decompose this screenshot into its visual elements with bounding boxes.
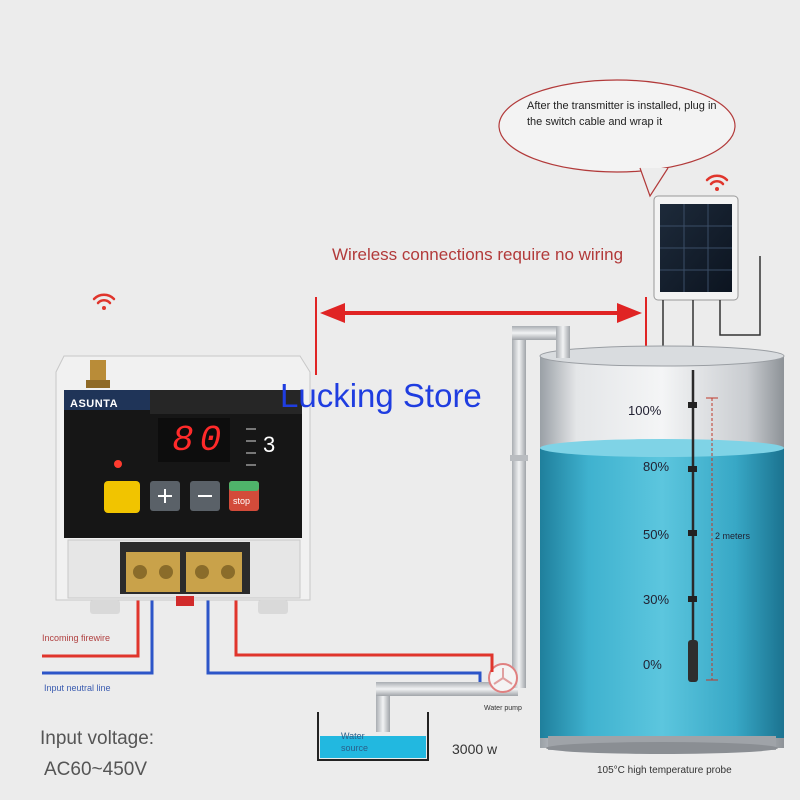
water-source-basin	[317, 712, 429, 761]
pump-icon	[488, 663, 518, 693]
antenna-icon	[86, 360, 110, 388]
tank-level-80: 80%	[643, 459, 670, 474]
wireless-arrow	[315, 297, 647, 375]
solar-panel-icon	[653, 195, 739, 301]
controller-box	[55, 355, 311, 614]
water-tank	[539, 345, 785, 754]
display-screen	[158, 418, 230, 462]
input-voltage-title: Input voltage:	[40, 728, 155, 749]
display-level: 3	[263, 432, 276, 457]
incoming-fire-label: Incoming firewire	[42, 633, 111, 643]
wireless-connection-label: Wireless connections require no wiring	[332, 245, 624, 264]
tank-level-100: 100%	[628, 403, 662, 418]
indicator-leds	[246, 428, 256, 466]
stop-button[interactable]	[229, 481, 259, 511]
water-pump-label: Water pump	[484, 705, 522, 712]
power-led	[114, 460, 122, 468]
wiring	[42, 598, 494, 682]
wifi-icon	[705, 174, 729, 191]
set-button[interactable]	[104, 481, 140, 513]
display-value: 80	[172, 420, 228, 461]
tank-level-30: 30%	[643, 592, 670, 607]
wifi-icon	[92, 293, 116, 310]
water-source-label: Water source	[341, 731, 369, 753]
water-pipe	[376, 326, 570, 732]
stop-button-label: stop	[233, 496, 251, 506]
tank-level-50: 50%	[643, 527, 670, 542]
tank-level-0: 0%	[643, 657, 662, 672]
input-neutral-label: Input neutral line	[44, 683, 111, 693]
probe-label: 105°C high temperature probe	[597, 765, 732, 776]
bubble-text: After the transmitter is installed, plug…	[527, 100, 717, 128]
plus-button[interactable]	[150, 481, 180, 511]
tank-height-label: 2 meters	[715, 531, 751, 541]
level-probe	[688, 370, 718, 682]
speech-bubble	[498, 79, 736, 198]
pump-power-label: 3000 w	[452, 741, 498, 757]
minus-button[interactable]	[190, 481, 220, 511]
store-watermark: Lucking Store	[280, 377, 482, 414]
controller-brand: ASUNTA	[70, 398, 119, 410]
input-voltage-range: AC60~450V	[44, 759, 147, 780]
